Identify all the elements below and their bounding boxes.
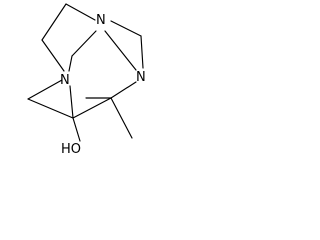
atom-label-n3: N	[136, 70, 146, 85]
bonds	[27, 3, 144, 142]
atom-labels: N N N HO	[60, 13, 146, 157]
bond-cleft-cq	[27, 98, 74, 119]
bond-n2-cq	[69, 85, 74, 119]
bond-n1-n3-front	[104, 30, 137, 71]
bond-cq-oh	[72, 117, 81, 142]
bond-ctopright-n3	[140, 35, 144, 69]
atom-label-n2: N	[60, 73, 70, 88]
atom-label-n1: N	[96, 13, 106, 28]
bond-cmid-n2	[68, 55, 73, 72]
molecule-structure-diagram: N N N HO	[27, 3, 146, 157]
bond-cbot-n3	[110, 81, 137, 99]
bond-cbot-cme	[110, 97, 133, 139]
bond-n1-ctopleft	[65, 3, 96, 21]
bond-n1-cmid	[71, 30, 97, 57]
atom-label-hydroxyl: HO	[61, 142, 81, 157]
bond-ctopleft-ccenter	[41, 3, 67, 41]
bond-n2-cleft	[27, 79, 63, 100]
bond-ccenter-n2	[41, 39, 65, 72]
bond-n1-ctopright	[110, 20, 142, 37]
bond-cq-cbot	[72, 97, 112, 119]
